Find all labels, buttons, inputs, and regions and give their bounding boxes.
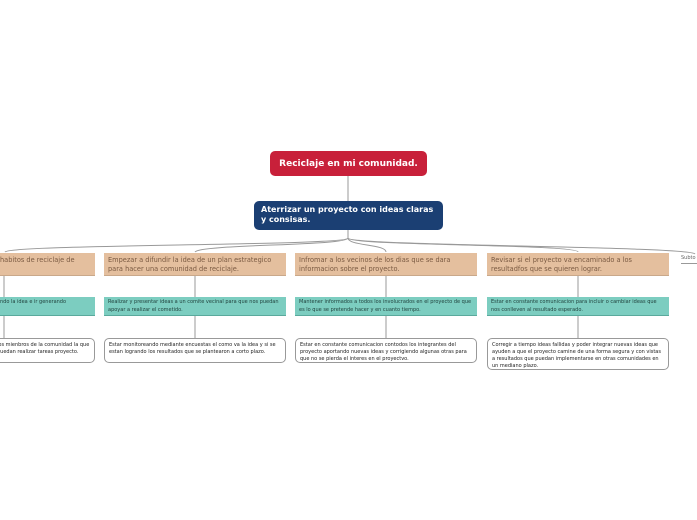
- note-topic[interactable]: Estar monitoreando mediante encuestas el…: [104, 338, 286, 363]
- branch-topic[interactable]: Infromar a los vecinos de los dias que s…: [295, 253, 477, 276]
- note-topic[interactable]: Estar en constante comunicacion contodos…: [295, 338, 477, 363]
- branch-topic[interactable]: Revisar si el proyecto va encaminado a l…: [487, 253, 669, 276]
- branch-topic[interactable]: Empezar a difundir la idea de un plan es…: [104, 253, 286, 276]
- branch-topic[interactable]: habitos de reciclaje de: [0, 253, 95, 276]
- task-topic[interactable]: ndo la idea e ir generando: [0, 297, 95, 316]
- note-topic[interactable]: Corregir a tiempo ideas fallidas y poder…: [487, 338, 669, 370]
- task-topic[interactable]: Realizar y presentar ideas a un comite v…: [104, 297, 286, 316]
- subtopic[interactable]: Subto: [681, 255, 697, 264]
- note-topic[interactable]: los mienbros de la comunidad la que pued…: [0, 338, 95, 363]
- task-topic[interactable]: Mantener informados a todos los involucr…: [295, 297, 477, 316]
- task-topic[interactable]: Estar en constante comunicacion para inc…: [487, 297, 669, 316]
- main-topic[interactable]: Aterrizar un proyecto con ideas claras y…: [254, 201, 443, 230]
- root-topic[interactable]: Reciclaje en mi comunidad.: [270, 151, 427, 176]
